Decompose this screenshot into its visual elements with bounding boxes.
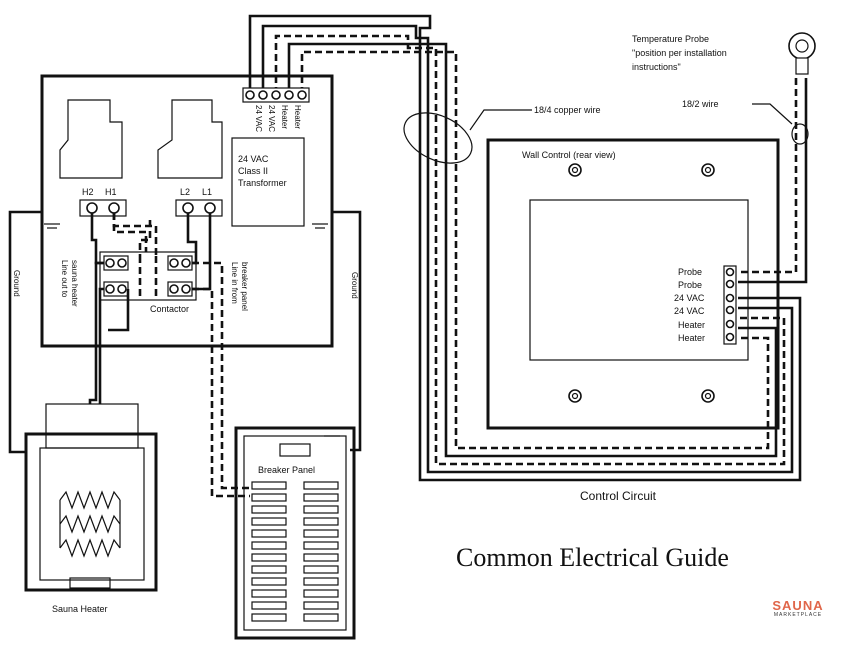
line-in-label-2: breaker panel [240,262,249,311]
h1-label: H1 [105,187,117,197]
control-circuit-label: Control Circuit [580,489,657,503]
breaker-slot [303,505,339,514]
breaker-slot [303,481,339,490]
breaker-slot [251,505,287,514]
breaker-slot [251,541,287,550]
breaker-slot [251,601,287,610]
contactor [99,251,197,301]
top-terminal-label-1: 24 VAC [254,105,263,132]
probe-note-2: instructions" [632,62,681,72]
wall-terminal-label-4: 24 VAC [674,306,705,316]
logo-sub: MARKETPLACE [773,612,823,618]
breaker-slot [251,589,287,598]
breaker-slot [303,565,339,574]
l2-label: L2 [180,187,190,197]
breaker-slot [251,529,287,538]
ground-wires: Ground Ground [8,210,362,454]
sauna-heater-label: Sauna Heater [52,604,108,614]
sauna-marketplace-logo: SAUNA MARKETPLACE [762,598,834,618]
breaker-panel-label: Breaker Panel [258,465,315,475]
breaker-panel: Breaker Panel [234,426,356,640]
transformer-label-1: 24 VAC [238,154,269,164]
diagram-title: Common Electrical Guide [456,543,729,572]
contactor-label: Contactor [150,304,189,314]
top-terminal-label-4: Heater [293,105,302,129]
top-terminal-label-2: 24 VAC [267,105,276,132]
top-terminal-label-3: Heater [280,105,289,129]
transformer-label-2: Class II [238,166,268,176]
control-box: 24 VAC Class II Transformer 24 VAC 24 VA… [40,74,334,348]
breaker-slot [251,565,287,574]
transformer-label-3: Transformer [238,178,287,188]
breaker-slot [303,529,339,538]
breaker-slot [251,481,287,490]
breaker-slot [303,589,339,598]
wall-terminal-label-5: Heater [678,320,705,330]
wall-terminal-label-3: 24 VAC [674,293,705,303]
l1-label: L1 [202,187,212,197]
heater-line-wires [88,261,130,404]
line-out-label-1: Line out to [60,260,69,298]
breaker-slots [251,481,339,622]
wall-terminal-label-2: Probe [678,280,702,290]
line-out-label-2: sauna heater [70,260,79,307]
wall-terminal-label-1: Probe [678,267,702,277]
breaker-slot [303,613,339,622]
breaker-slot [303,601,339,610]
breaker-slot [303,553,339,562]
wire-18-4-label: 18/4 copper wire [534,105,601,115]
line-in-label-1: Line in from [230,262,239,304]
sauna-heater: Sauna Heater [24,403,158,614]
breaker-slot [251,493,287,502]
breaker-slot [303,517,339,526]
transformer [231,137,305,227]
logo-main: SAUNA [772,598,824,613]
wall-control: Wall Control (rear view) Probe Probe 24 … [486,138,780,430]
ground-label-right: Ground [350,272,359,299]
probe-note-1: "position per installation [632,48,727,58]
breaker-slot [303,541,339,550]
breaker-slot [303,493,339,502]
ground-label-left: Ground [12,270,21,297]
wall-control-label: Wall Control (rear view) [522,150,616,160]
h2-label: H2 [82,187,94,197]
control-circuit-wires [248,14,808,482]
breaker-slot [251,517,287,526]
breaker-slot [251,577,287,586]
temperature-probe: Temperature Probe "position per installa… [632,32,816,75]
callouts: 18/4 copper wire 18/2 wire [403,99,809,164]
breaker-slot [251,553,287,562]
breaker-slot [251,613,287,622]
wall-terminal-label-6: Heater [678,333,705,343]
breaker-slot [303,577,339,586]
wire-18-2-label: 18/2 wire [682,99,719,109]
probe-title: Temperature Probe [632,34,709,44]
